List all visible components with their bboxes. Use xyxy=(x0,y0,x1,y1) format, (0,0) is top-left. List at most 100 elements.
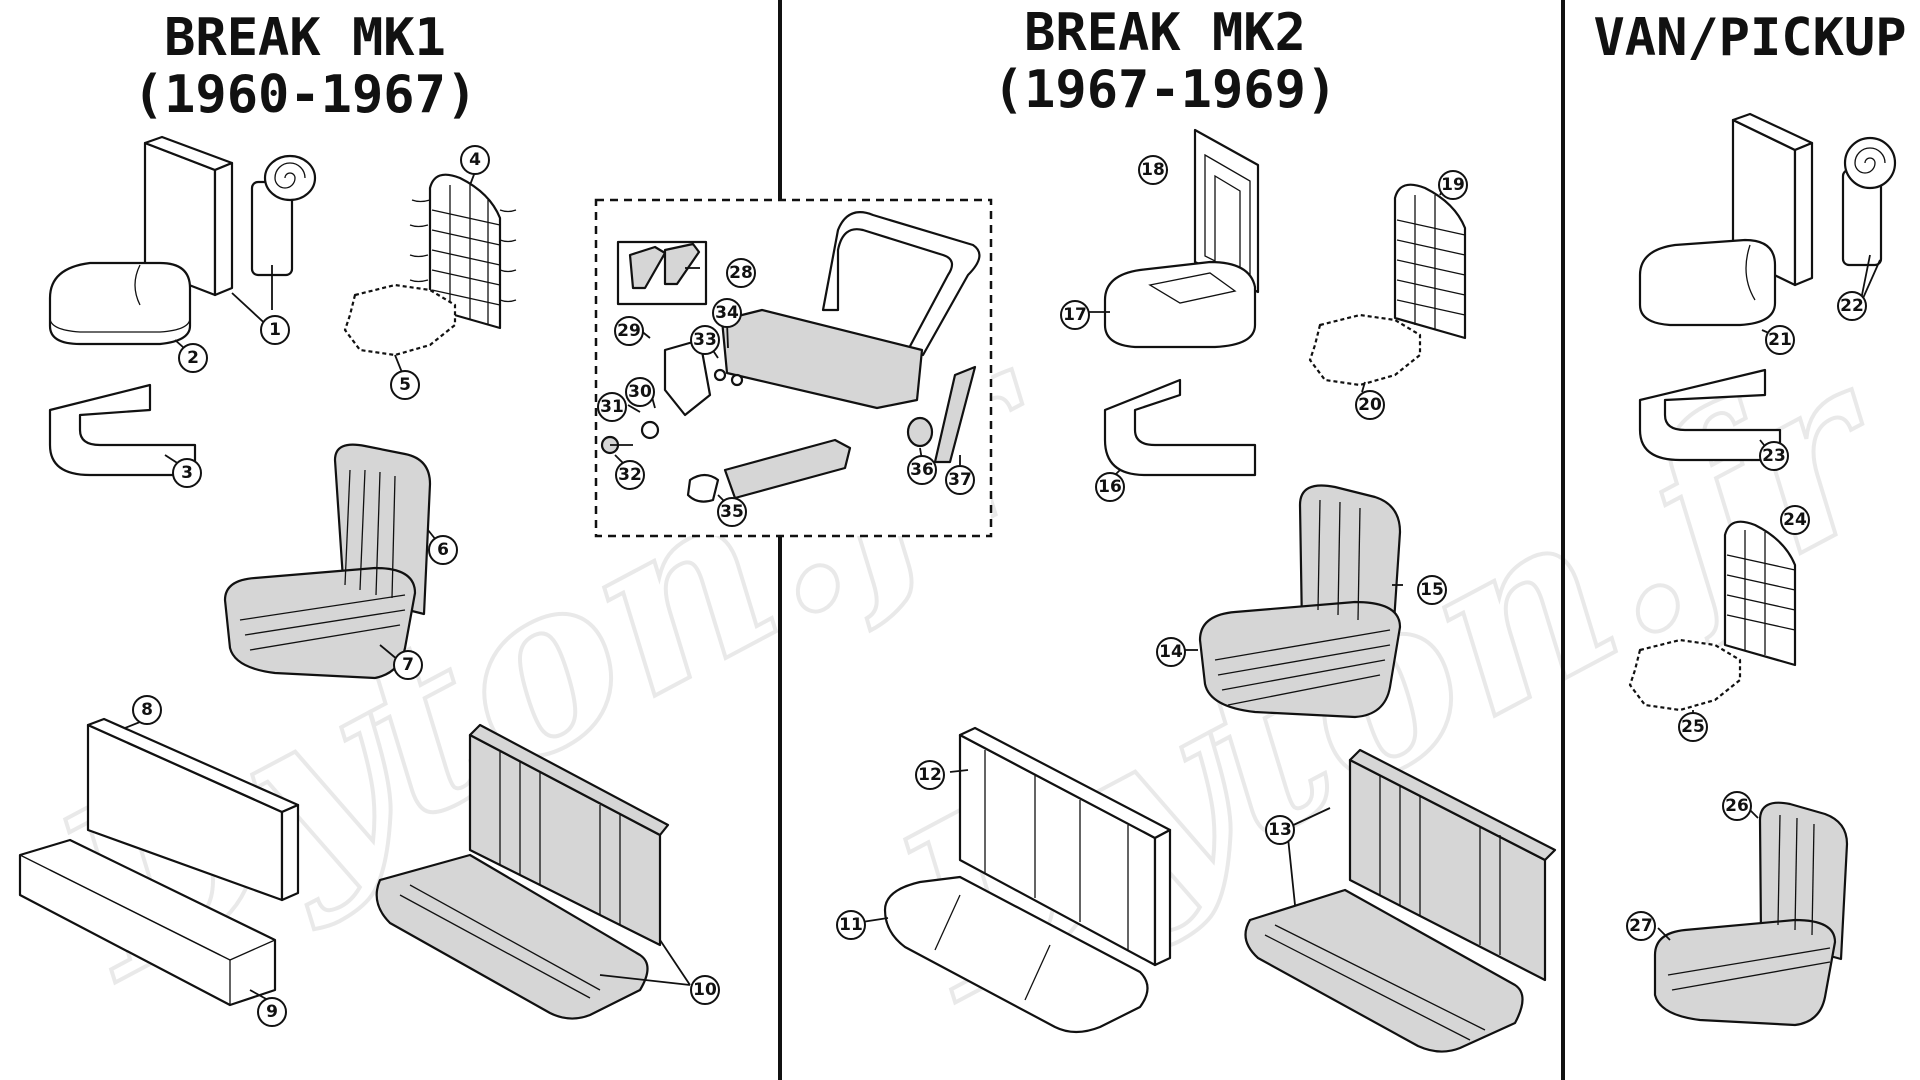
callout-6: 6 xyxy=(428,535,458,565)
svg-text:8: 8 xyxy=(141,700,153,720)
svg-text:21: 21 xyxy=(1768,330,1792,350)
callout-13: 13 xyxy=(1265,815,1295,845)
part-seat-cushion-foam-mk2 xyxy=(1103,260,1257,349)
callout-9: 9 xyxy=(257,997,287,1027)
callout-7: 7 xyxy=(393,650,423,680)
callout-36: 36 xyxy=(907,455,937,485)
svg-text:31: 31 xyxy=(600,397,624,417)
callout-16: 16 xyxy=(1095,472,1125,502)
part-bench-backrest-mk2 xyxy=(958,726,1172,967)
section-title-mk1: BREAK MK1 (1960-1967) xyxy=(133,8,477,125)
part-bucket-seat-van xyxy=(1653,801,1849,1027)
svg-text:23: 23 xyxy=(1762,446,1786,466)
callout-20: 20 xyxy=(1355,390,1385,420)
callout-34: 34 xyxy=(712,298,742,328)
svg-text:35: 35 xyxy=(720,502,744,522)
svg-text:29: 29 xyxy=(617,321,641,341)
svg-text:2: 2 xyxy=(187,348,199,368)
part-bench-cushion-foam xyxy=(18,838,277,1007)
title-mk1-line1: BREAK MK1 xyxy=(164,8,446,68)
callout-37: 37 xyxy=(945,465,975,495)
part-backrest-spring-frame xyxy=(409,173,517,330)
callout-22: 22 xyxy=(1837,291,1867,321)
part-bucket-seat-mk1 xyxy=(223,443,432,680)
callout-3: 3 xyxy=(172,458,202,488)
callout-25: 25 xyxy=(1678,712,1708,742)
svg-text:24: 24 xyxy=(1783,510,1807,530)
svg-text:14: 14 xyxy=(1159,642,1183,662)
callout-24: 24 xyxy=(1780,505,1810,535)
part-seat-edge-strip-van xyxy=(1638,368,1782,462)
part-bench-seat-assembly-mk1 xyxy=(375,723,670,1020)
svg-text:30: 30 xyxy=(628,382,652,402)
callout-2: 2 xyxy=(178,343,208,373)
svg-text:19: 19 xyxy=(1441,175,1465,195)
callout-19: 19 xyxy=(1438,170,1468,200)
callout-29: 29 xyxy=(614,316,644,346)
svg-text:10: 10 xyxy=(693,980,717,1000)
callout-14: 14 xyxy=(1156,637,1186,667)
svg-text:9: 9 xyxy=(266,1002,278,1022)
callout-18: 18 xyxy=(1138,155,1168,185)
svg-text:33: 33 xyxy=(693,330,717,350)
part-bucket-seat-mk2 xyxy=(1198,484,1402,719)
svg-text:37: 37 xyxy=(948,470,972,490)
callout-15: 15 xyxy=(1417,575,1447,605)
part-seat-frame-mechanism xyxy=(600,211,981,503)
part-spring-pad-mk2 xyxy=(1308,313,1422,387)
svg-text:22: 22 xyxy=(1840,296,1864,316)
part-bench-seat-assembly-mk2 xyxy=(1244,748,1557,1053)
part-seat-edge-strip xyxy=(48,383,197,477)
callout-8: 8 xyxy=(132,695,162,725)
callout-30: 30 xyxy=(625,377,655,407)
part-bench-cushion-mk2 xyxy=(883,875,1149,1034)
callout-32: 32 xyxy=(615,460,645,490)
part-foam-roll-van xyxy=(1841,136,1897,267)
title-van-line1: VAN/PICKUP xyxy=(1593,8,1906,68)
part-spring-pad-van xyxy=(1628,638,1742,712)
title-mk2-line2: (1967-1969) xyxy=(993,60,1337,120)
callout-21: 21 xyxy=(1765,325,1795,355)
part-spring-pad xyxy=(343,283,457,357)
part-seat-edge-strip-mk2 xyxy=(1103,378,1257,477)
svg-text:4: 4 xyxy=(469,150,481,170)
callout-12: 12 xyxy=(915,760,945,790)
svg-text:6: 6 xyxy=(437,540,449,560)
svg-text:20: 20 xyxy=(1358,395,1382,415)
callout-11: 11 xyxy=(836,910,866,940)
svg-text:12: 12 xyxy=(918,765,942,785)
svg-text:18: 18 xyxy=(1141,160,1165,180)
svg-text:28: 28 xyxy=(729,263,753,283)
callout-1: 1 xyxy=(260,315,290,345)
title-mk1-line2: (1960-1967) xyxy=(133,65,477,125)
callout-26: 26 xyxy=(1722,791,1752,821)
callout-5: 5 xyxy=(390,370,420,400)
callout-33: 33 xyxy=(690,325,720,355)
svg-text:25: 25 xyxy=(1681,717,1705,737)
svg-text:5: 5 xyxy=(399,375,411,395)
svg-text:17: 17 xyxy=(1063,305,1087,325)
svg-text:15: 15 xyxy=(1420,580,1444,600)
svg-text:27: 27 xyxy=(1629,916,1653,936)
callout-17: 17 xyxy=(1060,300,1090,330)
callout-28: 28 xyxy=(726,258,756,288)
part-foam-backrest-block xyxy=(143,135,234,297)
part-backrest-spring-frame-mk2 xyxy=(1393,183,1467,340)
part-seat-cushion-foam xyxy=(48,261,192,346)
title-mk2-line1: BREAK MK2 xyxy=(1024,3,1306,63)
svg-text:11: 11 xyxy=(839,915,863,935)
part-backrest-spring-frame-van xyxy=(1723,520,1797,667)
part-foam-roll xyxy=(250,154,317,277)
svg-text:1: 1 xyxy=(269,320,281,340)
svg-text:3: 3 xyxy=(181,463,193,483)
svg-text:26: 26 xyxy=(1725,796,1749,816)
part-backrest-foam-mk2 xyxy=(1193,128,1260,294)
svg-text:36: 36 xyxy=(910,460,934,480)
callout-27: 27 xyxy=(1626,911,1656,941)
section-title-van: VAN/PICKUP xyxy=(1593,8,1906,68)
part-bench-backrest-foam xyxy=(86,717,300,902)
svg-text:13: 13 xyxy=(1268,820,1292,840)
section-title-mk2: BREAK MK2 (1967-1969) xyxy=(993,3,1337,120)
callout-10: 10 xyxy=(690,975,720,1005)
svg-text:16: 16 xyxy=(1098,477,1122,497)
